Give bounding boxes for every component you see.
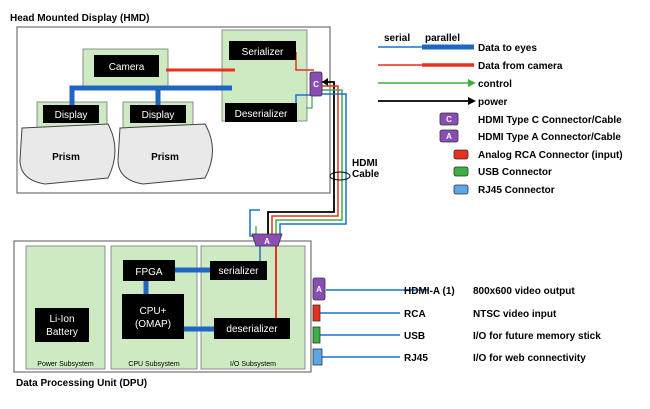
deserializer-chip — [225, 103, 297, 122]
hdmi-cable: HDMI Cable — [249, 78, 380, 242]
legend-hdmi-a: HDMI Type A Connector/Cable — [478, 132, 621, 143]
dpu-deserializer-label: deserializer — [226, 324, 278, 335]
dpu-connector-a-side: A — [312, 277, 326, 301]
connector-c-label: C — [313, 80, 319, 89]
port-rj45-name: RJ45 — [404, 353, 428, 364]
cable-label-line1: HDMI — [352, 158, 378, 169]
cpu-label-line1: CPU+ — [140, 306, 167, 317]
hmd-connector-c: C — [309, 71, 323, 97]
port-usb-desc: I/O for future memory stick — [473, 331, 601, 342]
hmd-group: Head Mounted Display (HMD) Camera Serial… — [10, 13, 331, 194]
cpu-chip — [122, 294, 184, 339]
hmd-title: Head Mounted Display (HMD) — [10, 13, 149, 24]
legend-rj45: RJ45 Connector — [478, 185, 555, 196]
port-rj45-desc: I/O for web connectivity — [473, 353, 586, 364]
port-labels: HDMI-A (1) 800x600 video output RCA NTSC… — [404, 286, 601, 364]
io-subsystem-label: I/O Subsystem — [230, 361, 276, 368]
camera-label: Camera — [109, 62, 145, 73]
battery-label-line2: Battery — [46, 327, 78, 338]
power-subsystem-label: Power Subsystem — [37, 361, 94, 368]
legend-hdmi-a-badge — [439, 129, 459, 143]
serializer-label: Serializer — [242, 47, 284, 58]
legend-rca-swatch — [453, 149, 469, 160]
legend-data-from-camera: Data from camera — [478, 61, 563, 72]
usb-connector — [312, 326, 321, 344]
legend-serial-header: serial — [384, 33, 410, 44]
fpga-label: FPGA — [135, 267, 163, 278]
legend-rca: Analog RCA Connector (input) — [478, 150, 623, 161]
power-subsystem-box — [25, 245, 106, 370]
port-usb-name: USB — [404, 331, 425, 342]
legend-control-arrow-icon — [468, 79, 476, 87]
connector-a-side-label: A — [316, 285, 322, 294]
power-arrowhead-icon — [322, 78, 328, 86]
legend-power: power — [478, 97, 508, 108]
cable-label-line2: Cable — [352, 169, 380, 180]
legend-usb-swatch — [453, 166, 469, 177]
hmd-wires — [69, 52, 314, 112]
prism-right — [117, 123, 213, 185]
deserializer-label: Deserializer — [235, 109, 288, 120]
display-label-right: Display — [142, 110, 175, 121]
dpu-wires — [143, 243, 428, 358]
legend-parallel-header: parallel — [425, 33, 460, 44]
port-hdmi-name: HDMI-A (1) — [404, 286, 455, 297]
legend-hdmi-c-badge-label: C — [446, 115, 452, 124]
legend-usb: USB Connector — [478, 167, 552, 178]
fpga-chip — [123, 260, 175, 281]
cable-marker-ellipse — [329, 171, 351, 181]
legend-hdmi-a-badge-label: A — [446, 132, 452, 141]
display-chip-left — [43, 105, 99, 123]
port-rca-desc: NTSC video input — [473, 309, 557, 320]
cpu-subsystem-label: CPU Subsystem — [128, 361, 180, 368]
prism-left — [19, 123, 116, 185]
legend-hdmi-c: HDMI Type C Connector/Cable — [478, 115, 622, 126]
battery-label-line1: Li-Ion — [49, 314, 74, 325]
prism-label-left: Prism — [52, 152, 80, 163]
cpu-label-line2: (OMAP) — [135, 319, 171, 330]
rca-connector — [312, 304, 321, 322]
display-chip-right — [130, 105, 186, 123]
legend: serial parallel Data to eyes Data from c… — [378, 33, 623, 196]
port-hdmi-desc: 800x600 video output — [473, 286, 575, 297]
dpu-title: Data Processing Unit (DPU) — [16, 378, 147, 389]
battery-chip — [35, 308, 89, 342]
connector-a-top-label: A — [264, 237, 270, 246]
serializer-chip — [229, 41, 296, 60]
camera-chip — [94, 55, 159, 77]
port-rca-name: RCA — [404, 309, 426, 320]
rj45-connector — [312, 348, 323, 366]
dpu-deserializer-chip — [214, 318, 290, 339]
legend-rj45-swatch — [453, 184, 469, 195]
dpu-serializer-label: serializer — [218, 266, 259, 277]
legend-control: control — [478, 79, 512, 90]
display-label-left: Display — [55, 110, 88, 121]
legend-hdmi-c-badge — [439, 112, 459, 126]
legend-power-arrow-icon — [468, 97, 476, 105]
dpu-group: Data Processing Unit (DPU) Power Subsyst… — [13, 233, 428, 389]
dpu-connector-a-top: A — [251, 233, 283, 247]
dpu-serializer-chip — [210, 261, 267, 280]
legend-data-to-eyes: Data to eyes — [478, 43, 537, 54]
prism-label-right: Prism — [151, 152, 179, 163]
